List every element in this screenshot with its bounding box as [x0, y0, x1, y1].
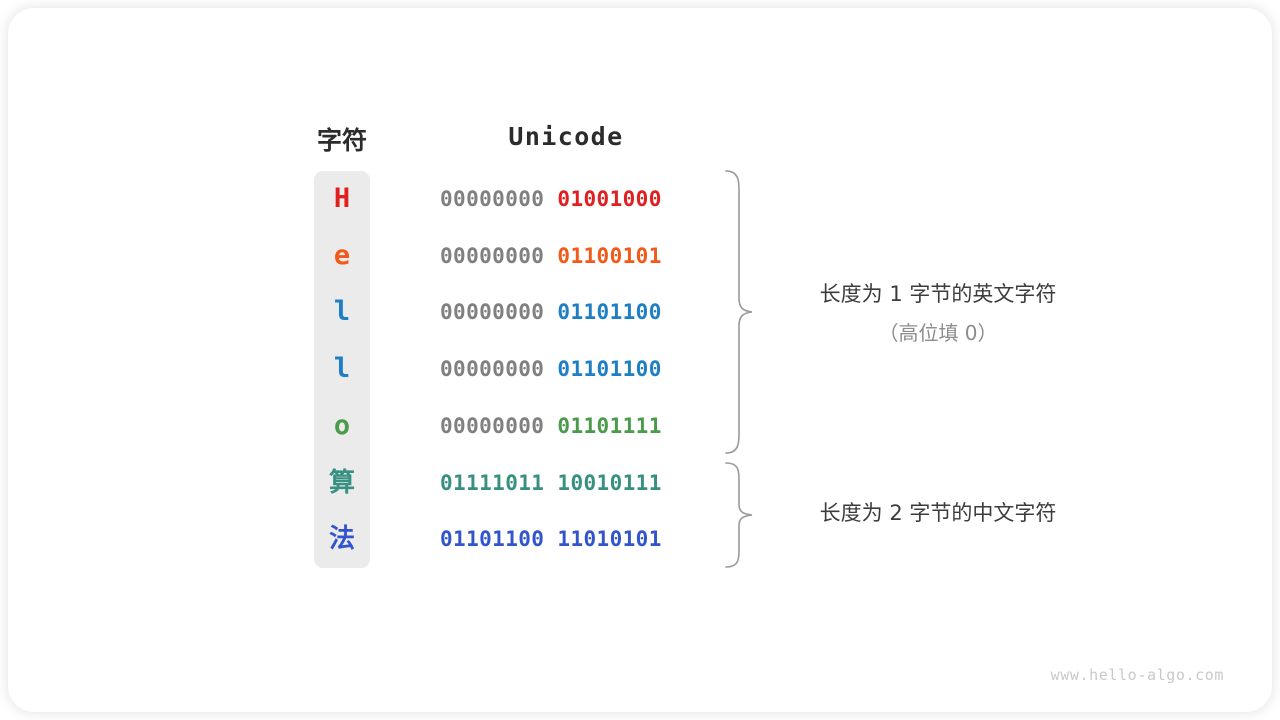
unicode-binary-row: 01111011 10010111 — [440, 455, 696, 512]
unicode-binary-row: 00000000 01001000 — [440, 171, 696, 228]
annotation-one-byte-subtext: （高位填 0） — [878, 321, 998, 345]
character-cell: e — [333, 239, 351, 271]
unicode-low-byte: 01100101 — [557, 243, 662, 268]
unicode-high-byte: 01101100 — [440, 527, 545, 552]
watermark: www.hello-algo.com — [1050, 666, 1224, 684]
annotation-two-bytes-text: 长度为 2 字节的中文字符 — [819, 501, 1057, 525]
character-cell: H — [333, 183, 351, 214]
column-header-character: 字符 — [316, 126, 367, 155]
annotation-two-bytes: 长度为 2 字节的中文字符 — [768, 497, 1108, 527]
unicode-binary-row: 00000000 01101100 — [440, 284, 696, 341]
column-header-unicode: Unicode — [508, 122, 624, 151]
unicode-high-byte: 00000000 — [440, 243, 545, 268]
unicode-low-byte: 01101100 — [557, 357, 662, 382]
brace-two-bytes — [725, 462, 753, 568]
unicode-binary-row: 00000000 01101111 — [440, 398, 696, 455]
unicode-high-byte: 00000000 — [440, 300, 545, 325]
character-column — [314, 171, 370, 568]
unicode-binary-row: 01101100 11010101 — [440, 511, 696, 568]
unicode-high-byte: 00000000 — [440, 187, 545, 211]
unicode-binary-row: 00000000 01100101 — [440, 228, 696, 285]
illustration-card: 字符 Unicode H 00000000 01001000 e 00000000 0… — [8, 8, 1272, 712]
character-cell: 法 — [328, 524, 355, 555]
annotation-one-byte-text: 长度为 1 字节的英文字符 — [819, 282, 1057, 306]
character-cell: o — [333, 409, 351, 441]
unicode-low-byte: 01101100 — [557, 300, 662, 325]
character-cell: l — [333, 296, 351, 328]
brace-one-byte — [725, 170, 753, 454]
unicode-high-byte: 01111011 — [440, 470, 545, 495]
unicode-low-byte: 01101111 — [557, 413, 662, 438]
unicode-high-byte: 00000000 — [440, 413, 545, 438]
unicode-low-byte: 11010101 — [557, 527, 662, 552]
unicode-high-byte: 00000000 — [440, 357, 545, 382]
unicode-low-byte: 10010111 — [557, 470, 662, 495]
character-cell: 算 — [328, 467, 355, 498]
character-cell: l — [333, 353, 351, 385]
unicode-low-byte: 01001000 — [557, 187, 662, 211]
unicode-binary-row: 00000000 01101100 — [440, 341, 696, 398]
annotation-one-byte: 长度为 1 字节的英文字符 （高位填 0） — [768, 278, 1108, 346]
